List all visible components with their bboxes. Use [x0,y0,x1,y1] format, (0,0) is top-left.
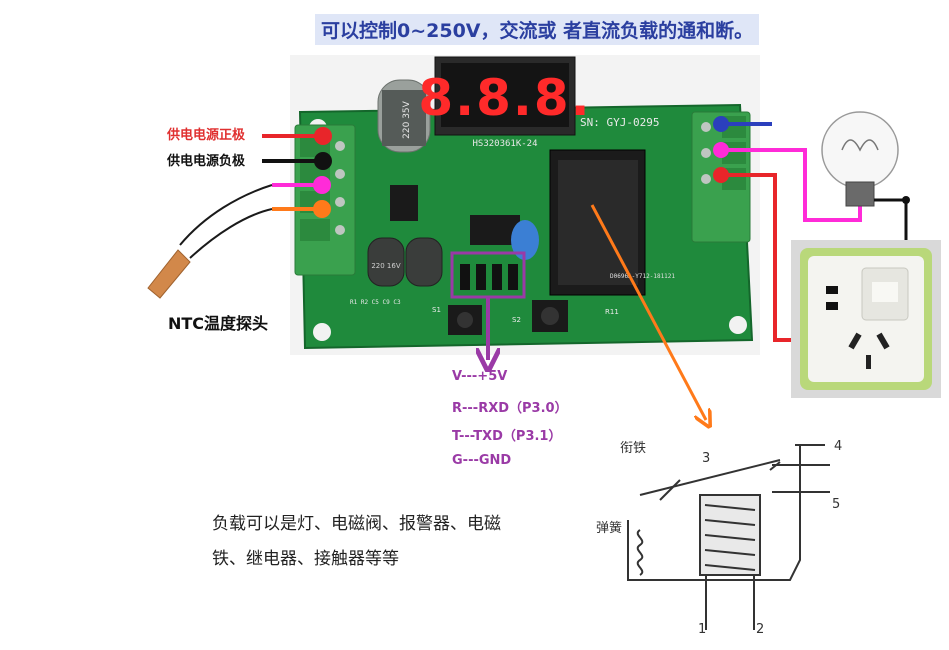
silk-labels: R1 R2 C5 C9 C3 [350,299,401,306]
label-5: 5 [832,497,840,512]
seven-segment-display: 8.8.8. HS320361K-24 [418,56,591,149]
display-digits: 8.8.8. [418,69,591,127]
supply-negative-label: 供电电源负极 [167,154,246,169]
cap1-label: 220 35V [402,100,412,138]
left-terminal-block [294,124,356,276]
svg-text:S2: S2 [512,316,521,324]
pin-label-r: R---RXD（P3.0） [452,401,568,416]
wall-socket [791,240,941,398]
display-part-label: HS320361K-24 [472,139,537,149]
relay [549,149,646,296]
label-1: 1 [698,622,706,637]
capacitor-bottom: 220 16V [367,237,443,287]
label-4: 4 [834,439,842,454]
supply-positive-label: 供电电源正极 [167,128,246,143]
load-text-line1: 负载可以是灯、电磁阀、报警器、电磁 [212,514,501,534]
light-bulb [821,111,899,207]
label-3: 3 [702,451,710,466]
arrow-relay [590,204,706,420]
blue-capacitor [511,220,539,260]
dot-negative [314,152,332,170]
dot-ntc-1 [313,176,331,194]
svg-text:S1: S1 [432,306,441,314]
label-spring: 弹簧 [596,520,622,536]
board-code: D0696A-Y712-181121 [610,273,675,280]
capacitor-top: 220 35V [377,79,431,153]
dot-positive [314,127,332,145]
pin-label-t: T---TXD（P3.1） [452,429,562,444]
label-armature: 衔铁 [620,441,646,456]
regulator-chip [390,185,418,221]
relay-schematic [627,444,830,630]
armature-bar [639,459,781,496]
label-2: 2 [756,622,764,637]
cap2-label: 220 16V [371,262,400,270]
ntc-probe-label: NTC温度探头 [168,314,269,333]
load-text-line2: 铁、继电器、接触器等等 [212,549,399,569]
ntc-cable-2 [189,208,273,259]
pin-label-v: V---+5V [452,369,508,384]
serial-label: SN: GYJ-0295 [580,116,659,129]
ntc-cable-1 [179,184,273,246]
ntc-probe-tip [147,249,191,299]
pin-label-g: G---GND [452,453,512,468]
button-s2: S2 [512,300,568,332]
r11-label: R11 [605,308,619,316]
button-s1: S1 [432,305,482,335]
dot-ntc-2 [313,200,331,218]
page-title: 可以控制0~250V，交流或 者直流负载的通和断。 [315,14,760,45]
wire-magenta-lamp [721,148,862,222]
